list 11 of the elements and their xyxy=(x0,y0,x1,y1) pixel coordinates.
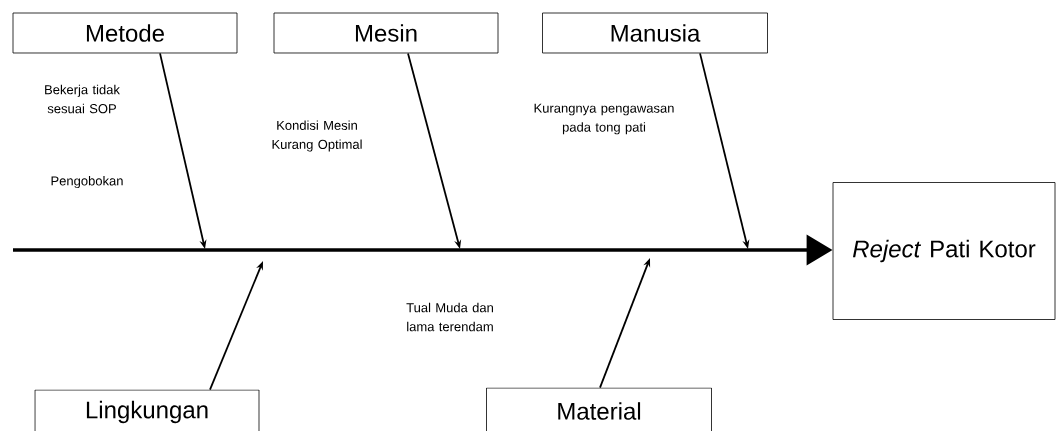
cause-label: Pengobokan xyxy=(51,175,123,189)
cause-label: Kondisi Mesin Kurang Optimal xyxy=(272,120,362,152)
category-box: Lingkungan xyxy=(34,389,260,431)
category-box: Manusia xyxy=(542,12,768,54)
category-box: Metode xyxy=(12,12,238,54)
cause-label: Kurangnya pengawasan pada tong pati xyxy=(534,103,674,135)
cause-label: Tual Muda dan lama terendam xyxy=(406,302,493,332)
category-box: Material xyxy=(486,387,712,431)
cause-label: Bekerja tidak sesuai SOP xyxy=(45,84,120,114)
category-box: Mesin xyxy=(273,12,499,54)
effect-box: Reject Pati Kotor xyxy=(832,182,1056,320)
